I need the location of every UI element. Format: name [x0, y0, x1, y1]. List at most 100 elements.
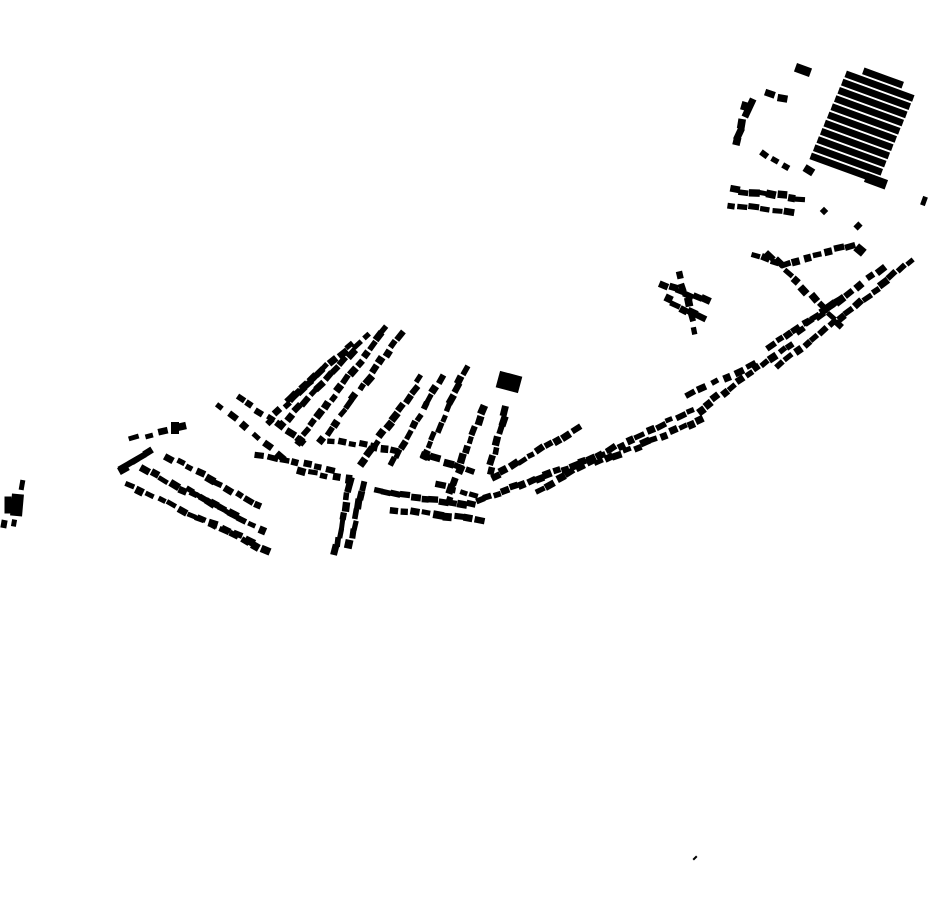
- building: [319, 472, 328, 480]
- building: [817, 325, 829, 337]
- building: [351, 520, 359, 532]
- building: [336, 347, 350, 360]
- building: [279, 456, 290, 464]
- building: [465, 499, 477, 508]
- building: [325, 465, 336, 475]
- building: [853, 243, 867, 257]
- building: [320, 399, 332, 411]
- building: [790, 257, 801, 267]
- building: [138, 464, 152, 476]
- building: [543, 479, 556, 491]
- building: [369, 442, 379, 452]
- building: [330, 418, 341, 429]
- building: [816, 300, 828, 312]
- building: [833, 319, 844, 330]
- building: [765, 340, 778, 352]
- building: [357, 382, 367, 392]
- building: [920, 195, 928, 207]
- building: [497, 464, 509, 476]
- building: [342, 492, 350, 501]
- building: [464, 466, 476, 475]
- building: [777, 190, 788, 199]
- building: [340, 373, 351, 386]
- building: [863, 172, 889, 190]
- building: [645, 424, 657, 435]
- building: [224, 508, 234, 517]
- building: [498, 415, 509, 428]
- building: [442, 458, 455, 469]
- building: [780, 259, 792, 269]
- building: [348, 441, 357, 448]
- building: [482, 492, 493, 501]
- building: [362, 331, 371, 341]
- building: [447, 485, 457, 494]
- building: [541, 468, 553, 480]
- parking-row: [816, 136, 887, 168]
- building: [686, 307, 699, 318]
- building: [203, 497, 217, 509]
- building: [491, 435, 502, 447]
- building: [410, 493, 422, 502]
- building: [474, 415, 485, 427]
- building: [823, 247, 833, 257]
- building: [375, 427, 387, 440]
- building: [460, 364, 471, 377]
- building: [434, 480, 447, 490]
- building: [291, 402, 303, 414]
- building: [380, 444, 389, 454]
- building: [555, 472, 567, 483]
- building: [266, 413, 276, 423]
- building: [543, 439, 554, 449]
- building: [657, 280, 670, 291]
- building: [577, 456, 587, 467]
- building: [332, 472, 342, 481]
- building: [284, 427, 298, 439]
- building: [462, 513, 474, 523]
- building: [374, 354, 386, 366]
- building: [699, 294, 712, 305]
- building: [446, 499, 458, 507]
- building: [421, 495, 429, 503]
- building: [827, 317, 839, 328]
- building: [336, 355, 349, 368]
- building: [157, 495, 167, 504]
- building: [690, 326, 698, 335]
- building: [299, 395, 311, 408]
- building: [168, 479, 182, 491]
- building: [534, 485, 546, 495]
- building: [787, 193, 796, 203]
- building: [733, 126, 745, 142]
- building: [507, 458, 521, 471]
- building: [683, 296, 694, 308]
- building: [421, 509, 431, 516]
- building: [526, 475, 538, 486]
- building: [769, 258, 780, 267]
- building: [328, 393, 338, 403]
- parking-row: [862, 67, 904, 89]
- building: [369, 363, 380, 375]
- building: [341, 501, 351, 513]
- building: [570, 423, 583, 435]
- building: [397, 439, 409, 451]
- building: [4, 496, 12, 514]
- building: [783, 207, 795, 217]
- building: [727, 202, 736, 210]
- building: [895, 262, 907, 274]
- building: [117, 451, 147, 473]
- building: [648, 435, 658, 444]
- building: [339, 511, 347, 521]
- building: [395, 401, 406, 413]
- building: [669, 300, 682, 310]
- building: [207, 518, 219, 529]
- building: [851, 297, 865, 310]
- building: [124, 480, 136, 490]
- building: [496, 423, 505, 435]
- building: [295, 466, 307, 477]
- building: [737, 189, 749, 197]
- building: [782, 351, 794, 363]
- building: [772, 207, 783, 214]
- building: [254, 451, 265, 460]
- building: [409, 507, 421, 516]
- building: [763, 88, 776, 99]
